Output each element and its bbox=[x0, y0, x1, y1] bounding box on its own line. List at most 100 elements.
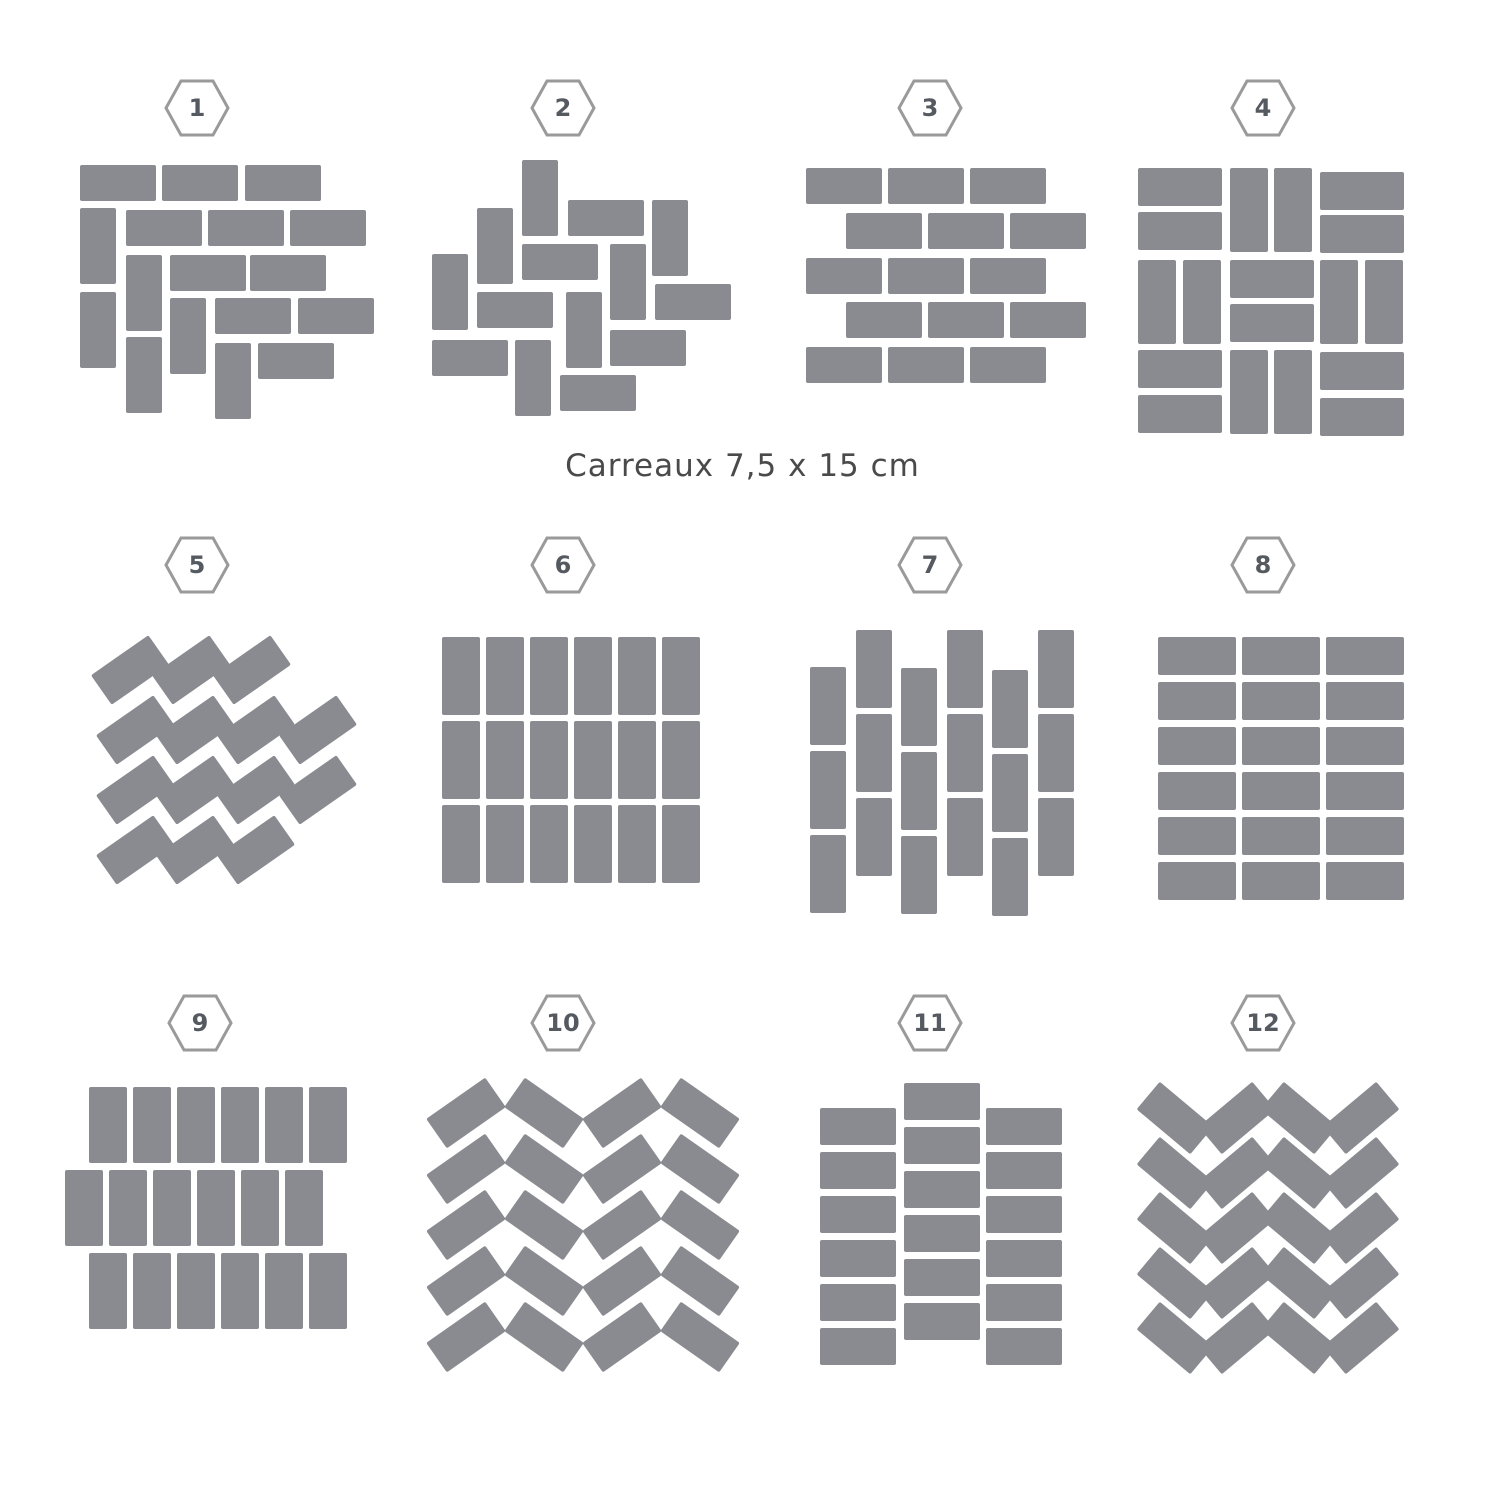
tile bbox=[170, 255, 246, 291]
tile bbox=[1242, 682, 1320, 720]
tile bbox=[1326, 727, 1404, 765]
tile bbox=[80, 208, 116, 284]
tile bbox=[1326, 772, 1404, 810]
tile bbox=[856, 714, 892, 792]
tile bbox=[1260, 1081, 1338, 1155]
tile bbox=[162, 165, 238, 201]
pattern-number-badge-1: 1 bbox=[164, 79, 230, 137]
pattern-number-badge-10: 10 bbox=[530, 994, 596, 1052]
tile bbox=[426, 1189, 506, 1261]
tile bbox=[986, 1240, 1062, 1277]
tile bbox=[170, 298, 206, 374]
tile bbox=[258, 343, 334, 379]
hexagon-icon bbox=[164, 536, 230, 594]
tile bbox=[986, 1108, 1062, 1145]
hexagon-icon bbox=[1230, 79, 1296, 137]
tile bbox=[660, 1245, 740, 1317]
tile bbox=[1326, 862, 1404, 900]
tile bbox=[1136, 1246, 1214, 1320]
pattern-number-badge-7: 7 bbox=[897, 536, 963, 594]
tile bbox=[1326, 682, 1404, 720]
tile bbox=[245, 165, 321, 201]
tile bbox=[1230, 260, 1314, 298]
tile bbox=[992, 838, 1028, 916]
tile bbox=[618, 721, 656, 799]
tile bbox=[1198, 1301, 1276, 1375]
tile bbox=[810, 835, 846, 913]
pattern-number-11: 11 bbox=[913, 1009, 947, 1037]
tile bbox=[217, 695, 295, 765]
pattern-number-badge-2: 2 bbox=[530, 79, 596, 137]
tile bbox=[820, 1108, 896, 1145]
tile bbox=[1230, 304, 1314, 342]
tile bbox=[1242, 772, 1320, 810]
hexagon-icon bbox=[1230, 994, 1296, 1052]
tile bbox=[1230, 350, 1268, 434]
tile bbox=[1274, 350, 1312, 434]
tile bbox=[1322, 1136, 1400, 1210]
tile bbox=[442, 721, 480, 799]
tile bbox=[298, 298, 374, 334]
pattern-number-badge-12: 12 bbox=[1230, 994, 1296, 1052]
tile bbox=[1230, 168, 1268, 252]
tile bbox=[986, 1152, 1062, 1189]
tile bbox=[904, 1259, 980, 1296]
tile bbox=[1136, 1301, 1214, 1375]
tile bbox=[904, 1171, 980, 1208]
tile bbox=[928, 213, 1004, 249]
tile bbox=[904, 1127, 980, 1164]
tile bbox=[1158, 637, 1236, 675]
tile bbox=[582, 1245, 662, 1317]
tile bbox=[618, 805, 656, 883]
tile bbox=[655, 284, 731, 320]
tile bbox=[1274, 168, 1312, 252]
tile bbox=[904, 1215, 980, 1252]
tile bbox=[582, 1133, 662, 1205]
tile bbox=[530, 805, 568, 883]
tile bbox=[1198, 1136, 1276, 1210]
tile bbox=[1136, 1136, 1214, 1210]
tile bbox=[1326, 637, 1404, 675]
tile bbox=[432, 254, 468, 330]
tile bbox=[215, 343, 251, 419]
tile bbox=[426, 1301, 506, 1373]
tile bbox=[1322, 1301, 1400, 1375]
tile bbox=[486, 805, 524, 883]
tile bbox=[610, 330, 686, 366]
tile bbox=[442, 637, 480, 715]
tile bbox=[309, 1087, 347, 1163]
tile bbox=[477, 208, 513, 284]
tile bbox=[888, 347, 964, 383]
tile bbox=[662, 721, 700, 799]
hexagon-icon bbox=[530, 536, 596, 594]
tile bbox=[986, 1284, 1062, 1321]
tile bbox=[250, 255, 326, 291]
tile bbox=[1242, 862, 1320, 900]
tile bbox=[820, 1152, 896, 1189]
tile bbox=[309, 1253, 347, 1329]
tile bbox=[820, 1196, 896, 1233]
tile bbox=[947, 714, 983, 792]
tile bbox=[221, 1253, 259, 1329]
tile bbox=[574, 721, 612, 799]
tile bbox=[568, 200, 644, 236]
tile bbox=[504, 1301, 584, 1373]
tile bbox=[504, 1133, 584, 1205]
tile bbox=[986, 1196, 1062, 1233]
tile bbox=[901, 836, 937, 914]
tile bbox=[856, 630, 892, 708]
tile bbox=[986, 1328, 1062, 1365]
tile bbox=[992, 670, 1028, 748]
tile bbox=[1322, 1191, 1400, 1265]
tile bbox=[660, 1301, 740, 1373]
tile bbox=[806, 347, 882, 383]
tile bbox=[290, 210, 366, 246]
tile bbox=[806, 258, 882, 294]
tile bbox=[80, 165, 156, 201]
tile bbox=[89, 1087, 127, 1163]
tile bbox=[947, 798, 983, 876]
tile bbox=[1136, 1191, 1214, 1265]
tile bbox=[133, 1253, 171, 1329]
tile bbox=[1183, 260, 1221, 344]
hexagon-icon bbox=[530, 79, 596, 137]
